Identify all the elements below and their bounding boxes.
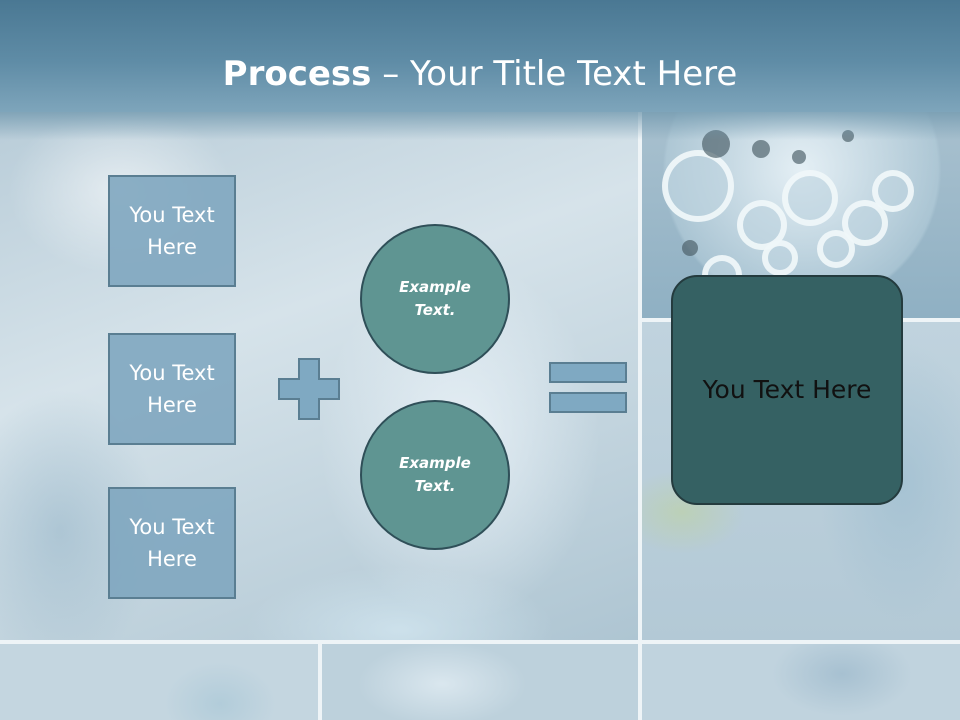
input-box-label: You Text Here bbox=[129, 203, 215, 259]
title-rest: Your Title Text Here bbox=[410, 54, 738, 94]
equals-bar-bottom bbox=[549, 392, 627, 413]
input-box-2: You Text Here bbox=[108, 333, 236, 445]
input-box-label: You Text Here bbox=[129, 361, 215, 417]
input-box-1: You Text Here bbox=[108, 175, 236, 287]
lab-photo-bottom-center bbox=[322, 644, 638, 720]
circle-label: Example Text. bbox=[399, 454, 471, 495]
example-circle-2: Example Text. bbox=[360, 400, 510, 550]
collage-divider bbox=[318, 644, 322, 720]
collage-divider bbox=[638, 110, 642, 720]
slide-title: Process – Your Title Text Here bbox=[0, 52, 960, 96]
input-box-3: You Text Here bbox=[108, 487, 236, 599]
title-shadow bbox=[0, 110, 960, 140]
title-bold: Process bbox=[222, 54, 372, 94]
plus-icon bbox=[278, 358, 340, 420]
lab-photo-bottom-left bbox=[0, 644, 318, 720]
title-dash: – bbox=[371, 54, 411, 94]
input-box-label: You Text Here bbox=[129, 515, 215, 571]
collage-divider bbox=[0, 640, 960, 644]
circle-label: Example Text. bbox=[399, 278, 471, 319]
title-band bbox=[0, 0, 960, 112]
result-box: You Text Here bbox=[671, 275, 903, 505]
equals-bar-top bbox=[549, 362, 627, 383]
example-circle-1: Example Text. bbox=[360, 224, 510, 374]
petri-dish-photo bbox=[642, 110, 960, 318]
lab-photo-bottom-right bbox=[642, 644, 960, 720]
result-label: You Text Here bbox=[702, 375, 872, 404]
